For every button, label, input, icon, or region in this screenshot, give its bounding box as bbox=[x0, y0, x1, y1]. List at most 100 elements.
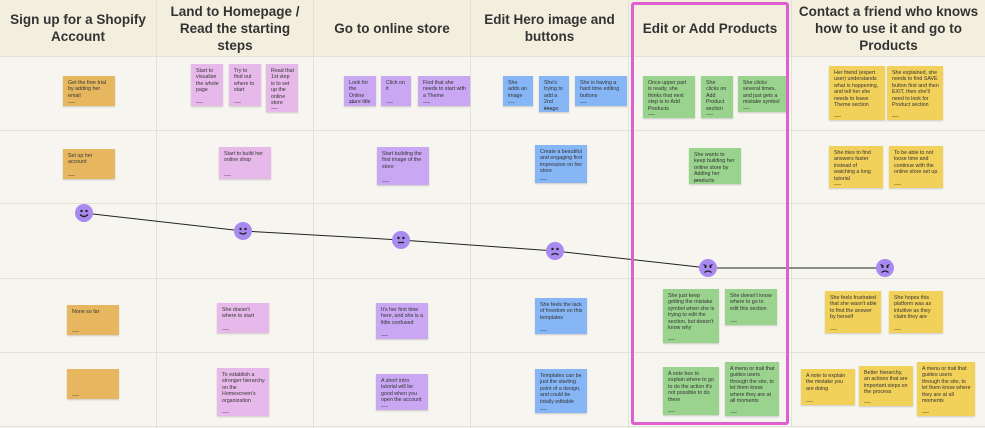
angry-face-icon bbox=[876, 259, 894, 277]
column-header-products: Edit or Add Products bbox=[629, 0, 791, 56]
sticky-note[interactable]: To establish a stronger hierarchy on the… bbox=[217, 368, 269, 416]
sticky-note[interactable]: She tries to find answers faster instead… bbox=[829, 146, 883, 188]
note-text: She explained, she needs to find SAVE bu… bbox=[892, 70, 939, 109]
sticky-note[interactable]: None so far bbox=[67, 305, 119, 335]
note-text: Try to find out where to start bbox=[234, 68, 255, 94]
note-text: She adds an image bbox=[508, 80, 527, 99]
sticky-note[interactable]: Find that she needs to start with a Them… bbox=[418, 76, 470, 106]
sticky-note[interactable]: Click on it bbox=[381, 76, 411, 106]
sticky-note[interactable]: A short intro tutorial will be good when… bbox=[376, 374, 428, 410]
note-text: A menu or trail that guides users throug… bbox=[922, 366, 971, 405]
sticky-note[interactable]: She just keep getting the mistake symbol… bbox=[663, 289, 719, 343]
column-header-hero: Edit Hero image and buttons bbox=[471, 0, 628, 56]
sticky-note[interactable]: A note box to explain where to go to do … bbox=[663, 367, 719, 415]
note-text: Find that she needs to start with a Them… bbox=[423, 80, 466, 99]
sticky-note[interactable] bbox=[67, 369, 119, 399]
note-text: It's her first time here, and she is a l… bbox=[381, 307, 424, 326]
sticky-note[interactable]: Her friend (expert user) understands wha… bbox=[829, 66, 885, 120]
sticky-note[interactable]: She hopes this platform was as intuitive… bbox=[889, 291, 943, 333]
sticky-note[interactable]: A menu or trail that guides users throug… bbox=[725, 362, 779, 416]
row-divider bbox=[0, 352, 985, 353]
column-divider bbox=[313, 0, 314, 428]
sticky-note[interactable]: It's her first time here, and she is a l… bbox=[376, 303, 428, 339]
note-text: Start building the first image of the st… bbox=[382, 151, 422, 170]
row-divider bbox=[0, 426, 985, 427]
note-text: None so far bbox=[72, 309, 100, 315]
column-header-signup: Sign up for a Shopify Account bbox=[0, 0, 156, 56]
note-text: Start to visualize the whole page bbox=[196, 68, 219, 94]
happy-face-icon bbox=[75, 204, 93, 222]
note-text: She's trying to add a 2nd image bbox=[544, 80, 563, 112]
row-divider bbox=[0, 203, 985, 204]
column-divider bbox=[156, 0, 157, 428]
sticky-note[interactable]: She doesn't where to start bbox=[217, 303, 269, 333]
note-text: Templates can be just the starting point… bbox=[540, 373, 582, 405]
row-divider bbox=[0, 130, 985, 131]
note-text: She feels frustrated that she wasn't abl… bbox=[830, 295, 877, 321]
row-divider bbox=[0, 278, 985, 279]
note-text: She doesn't where to start bbox=[222, 307, 255, 320]
note-text: She tries to find answers faster instead… bbox=[834, 150, 871, 182]
note-text: A note box to explain where to go to do … bbox=[668, 371, 714, 403]
note-text: To be able to not loose time and continu… bbox=[894, 150, 938, 176]
sticky-note[interactable]: A menu or trail that guides users throug… bbox=[917, 362, 975, 416]
note-text: She wants to keep building her online st… bbox=[694, 152, 735, 184]
sticky-note[interactable]: She adds an image bbox=[503, 76, 533, 106]
sticky-note[interactable]: She feels the lack of freedom on this te… bbox=[535, 298, 587, 334]
row-divider bbox=[0, 56, 985, 57]
note-text: Start to build her online shop bbox=[224, 151, 263, 164]
note-text: A short intro tutorial will be good when… bbox=[381, 378, 422, 404]
happy-face-icon bbox=[234, 222, 252, 240]
sticky-note[interactable]: She wants to keep building her online st… bbox=[689, 148, 741, 184]
column-divider bbox=[470, 0, 471, 428]
column-header-homepage: Land to Homepage / Read the starting ste… bbox=[157, 0, 313, 56]
sticky-note[interactable]: Start to visualize the whole page bbox=[191, 64, 223, 106]
sticky-note[interactable]: She explained, she needs to find SAVE bu… bbox=[887, 66, 943, 120]
note-text: Create a beautiful and engaging first im… bbox=[540, 149, 583, 175]
sticky-note[interactable]: She doesn't know where to go to edit thi… bbox=[725, 289, 777, 325]
sticky-note[interactable]: She's trying to add a 2nd image bbox=[539, 76, 569, 112]
note-text: Click on it bbox=[386, 80, 405, 93]
sticky-note[interactable]: Get the free trial by adding her email bbox=[63, 76, 115, 106]
note-text: Once upper part is ready, she thinks tha… bbox=[648, 80, 687, 112]
column-header-online-store: Go to online store bbox=[314, 0, 470, 56]
note-text: She clicks several times, and just gets … bbox=[743, 80, 780, 106]
sticky-note[interactable]: Try to find out where to start bbox=[229, 64, 261, 106]
sticky-note[interactable]: Better hierarchy, an actions that are im… bbox=[859, 366, 913, 406]
sticky-note[interactable]: Create a beautiful and engaging first im… bbox=[535, 145, 587, 183]
sad-face-icon bbox=[546, 242, 564, 260]
note-text: She clicks on Add Product section bbox=[706, 80, 727, 112]
note-text: A menu or trail that guides users throug… bbox=[730, 366, 775, 405]
sticky-note[interactable]: Start to build her online shop bbox=[219, 147, 271, 179]
sticky-note[interactable]: Once upper part is ready, she thinks tha… bbox=[643, 76, 695, 118]
sticky-note[interactable]: Set up her account bbox=[63, 149, 115, 179]
sticky-note[interactable]: She feels frustrated that she wasn't abl… bbox=[825, 291, 881, 333]
sticky-note[interactable]: She clicks several times, and just gets … bbox=[738, 76, 788, 112]
neutral-face-icon bbox=[392, 231, 410, 249]
note-text: To establish a stronger hierarchy on the… bbox=[222, 372, 265, 404]
note-text: She hopes this platform was as intuitive… bbox=[894, 295, 932, 321]
note-text: Her friend (expert user) understands wha… bbox=[834, 70, 879, 109]
sticky-note[interactable]: Read that 1st step is to set up the onli… bbox=[266, 64, 298, 112]
sticky-note[interactable]: She clicks on Add Product section bbox=[701, 76, 733, 118]
note-text: She is having a hard time editing button… bbox=[580, 80, 620, 99]
sticky-note[interactable]: A note to explain the mistake you are do… bbox=[801, 369, 855, 405]
column-divider bbox=[628, 0, 629, 428]
sticky-note[interactable]: Look for the Online store title bbox=[344, 76, 376, 106]
note-text: Read that 1st step is to set up the onli… bbox=[271, 68, 294, 107]
sticky-note[interactable]: To be able to not loose time and continu… bbox=[889, 146, 943, 188]
sticky-note[interactable]: Start building the first image of the st… bbox=[377, 147, 429, 185]
note-text: She doesn't know where to go to edit thi… bbox=[730, 293, 772, 312]
sticky-note[interactable]: She is having a hard time editing button… bbox=[575, 76, 627, 106]
sticky-note[interactable]: Templates can be just the starting point… bbox=[535, 369, 587, 413]
note-text: Better hierarchy, an actions that are im… bbox=[864, 370, 908, 396]
angry-face-icon bbox=[699, 259, 717, 277]
note-text: A note to explain the mistake you are do… bbox=[806, 373, 846, 392]
note-text: She just keep getting the mistake symbol… bbox=[668, 293, 715, 332]
column-divider bbox=[791, 0, 792, 428]
note-text: Get the free trial by adding her email bbox=[68, 80, 106, 99]
column-header-contact-friend: Contact a friend who knows how to use it… bbox=[792, 0, 985, 56]
note-text: Look for the Online store title bbox=[349, 80, 371, 106]
